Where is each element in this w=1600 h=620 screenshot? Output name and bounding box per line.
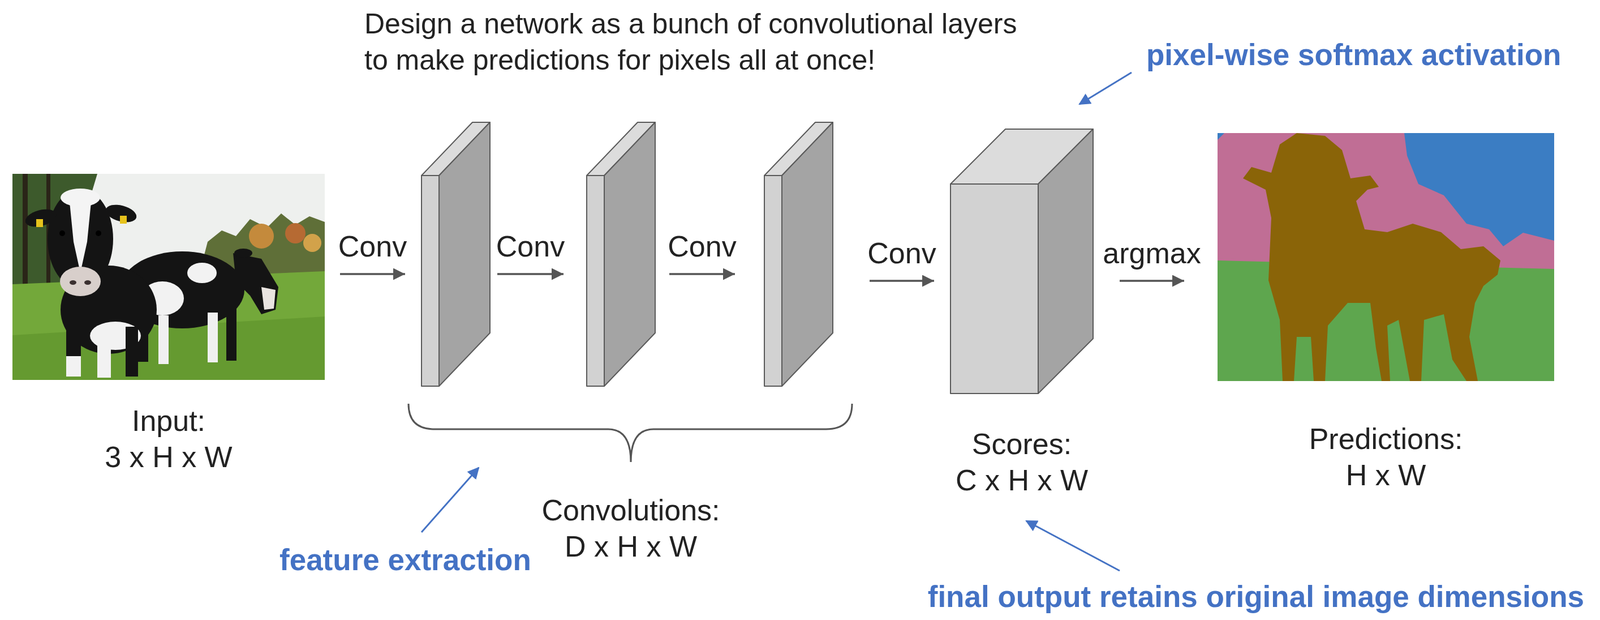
edge-label: Conv — [496, 228, 565, 264]
cow-muzzle — [261, 286, 276, 310]
edge-label: argmax — [1102, 235, 1201, 271]
front-face — [764, 175, 782, 386]
flow-arrow — [340, 272, 406, 275]
side-face — [604, 122, 656, 386]
node-label: Input: 3 x H x W — [104, 402, 232, 475]
leader-arrow — [1079, 72, 1132, 105]
side-face — [439, 122, 490, 386]
autumn-tree — [303, 233, 322, 252]
segmentation-map — [1217, 132, 1555, 381]
curly-brace — [408, 403, 853, 462]
annotation: final output retains original image dime… — [927, 579, 1585, 613]
feature-map — [586, 122, 656, 386]
edge-label: Conv — [338, 228, 407, 264]
cow-leg — [226, 308, 237, 361]
cow-head — [233, 252, 279, 315]
input-image: Input: 3 x H x W — [12, 173, 325, 380]
cow-ear — [234, 248, 253, 258]
cow-leg — [207, 312, 218, 363]
segment-cows — [1242, 132, 1501, 381]
volume-shape — [950, 128, 1094, 394]
cow-eye — [59, 230, 66, 236]
sky — [12, 173, 325, 380]
cow-ear — [103, 201, 139, 226]
cow-leg — [66, 326, 81, 377]
brace-label: Convolutions: D x H x W — [541, 491, 720, 565]
front-face — [950, 183, 1039, 394]
flow-arrow — [869, 279, 935, 282]
cow-ear — [23, 205, 58, 230]
edge-label: Conv — [667, 228, 737, 264]
cow-nostril — [69, 280, 77, 285]
tree-trunk — [22, 173, 28, 287]
ear-tag — [36, 218, 43, 227]
feature-map — [421, 122, 490, 386]
leader-arrow — [1026, 520, 1120, 571]
edge-label: Conv — [867, 235, 936, 271]
front-face — [421, 175, 440, 386]
cow-nostril — [84, 280, 92, 285]
cow-patch — [187, 262, 217, 283]
feature-map — [764, 122, 833, 386]
volume-shape — [586, 122, 656, 386]
annotation: pixel-wise softmax activation — [1146, 37, 1561, 72]
cow-muzzle — [59, 266, 101, 296]
flow-arrow — [1119, 279, 1185, 282]
node-label: Predictions: H x W — [1309, 420, 1464, 493]
side-face — [781, 122, 833, 386]
side-face — [1038, 128, 1094, 394]
segment-sky — [1217, 132, 1225, 140]
cow-photo — [12, 173, 325, 380]
flow-arrow — [497, 272, 564, 275]
prediction-map: Predictions: H x W — [1217, 132, 1555, 381]
title: Design a network as a bunch of convoluti… — [364, 5, 1017, 79]
cow-eye — [95, 230, 102, 236]
segment-trees — [1217, 132, 1555, 381]
autumn-tree — [285, 222, 306, 244]
annotation: feature extraction — [279, 542, 532, 576]
flow-arrow — [669, 272, 735, 275]
cow-leg — [97, 333, 111, 378]
front-face — [586, 175, 605, 386]
cow-blaze — [69, 196, 92, 273]
volume-shape — [764, 122, 833, 386]
autumn-tree — [248, 223, 274, 249]
volume-shape — [421, 122, 490, 386]
score-volume: Scores: C x H x W — [950, 128, 1094, 394]
cow-leg — [158, 315, 169, 364]
ear-tag — [119, 215, 127, 224]
cow-leg — [66, 355, 81, 377]
node-label: Scores: C x H x W — [955, 425, 1088, 498]
cow-leg — [125, 326, 139, 377]
leader-arrow — [421, 467, 479, 532]
